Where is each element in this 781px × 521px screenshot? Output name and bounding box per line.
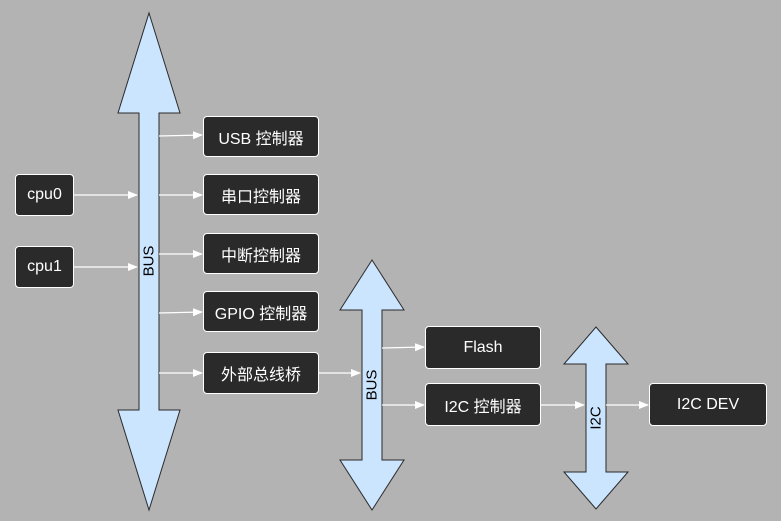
flash-box: Flash <box>425 326 541 369</box>
main-bus-label: BUS <box>141 246 158 277</box>
uart-controller-box: 串口控制器 <box>203 174 319 215</box>
interrupt-controller-box: 中断控制器 <box>203 233 319 274</box>
main-bus-arrow <box>117 11 181 512</box>
usb-controller-box: USB 控制器 <box>203 116 319 157</box>
i2c-dev-box: I2C DEV <box>649 383 767 426</box>
external-bus-label: BUS <box>364 370 381 401</box>
i2c-controller-box: I2C 控制器 <box>425 383 541 426</box>
connector-external-bus-flash <box>381 343 425 352</box>
i2c-bus-arrow <box>562 326 630 510</box>
gpio-controller-box: GPIO 控制器 <box>203 291 319 332</box>
external-bus-arrow <box>339 259 405 511</box>
cpu0-box: cpu0 <box>15 174 74 216</box>
connector-bus-gpio <box>158 308 203 317</box>
cpu1-box: cpu1 <box>15 246 74 288</box>
connector-bus-usb <box>158 131 203 140</box>
external-bus-bridge-box: 外部总线桥 <box>203 352 319 394</box>
i2c-bus-label: I2C <box>588 406 605 430</box>
